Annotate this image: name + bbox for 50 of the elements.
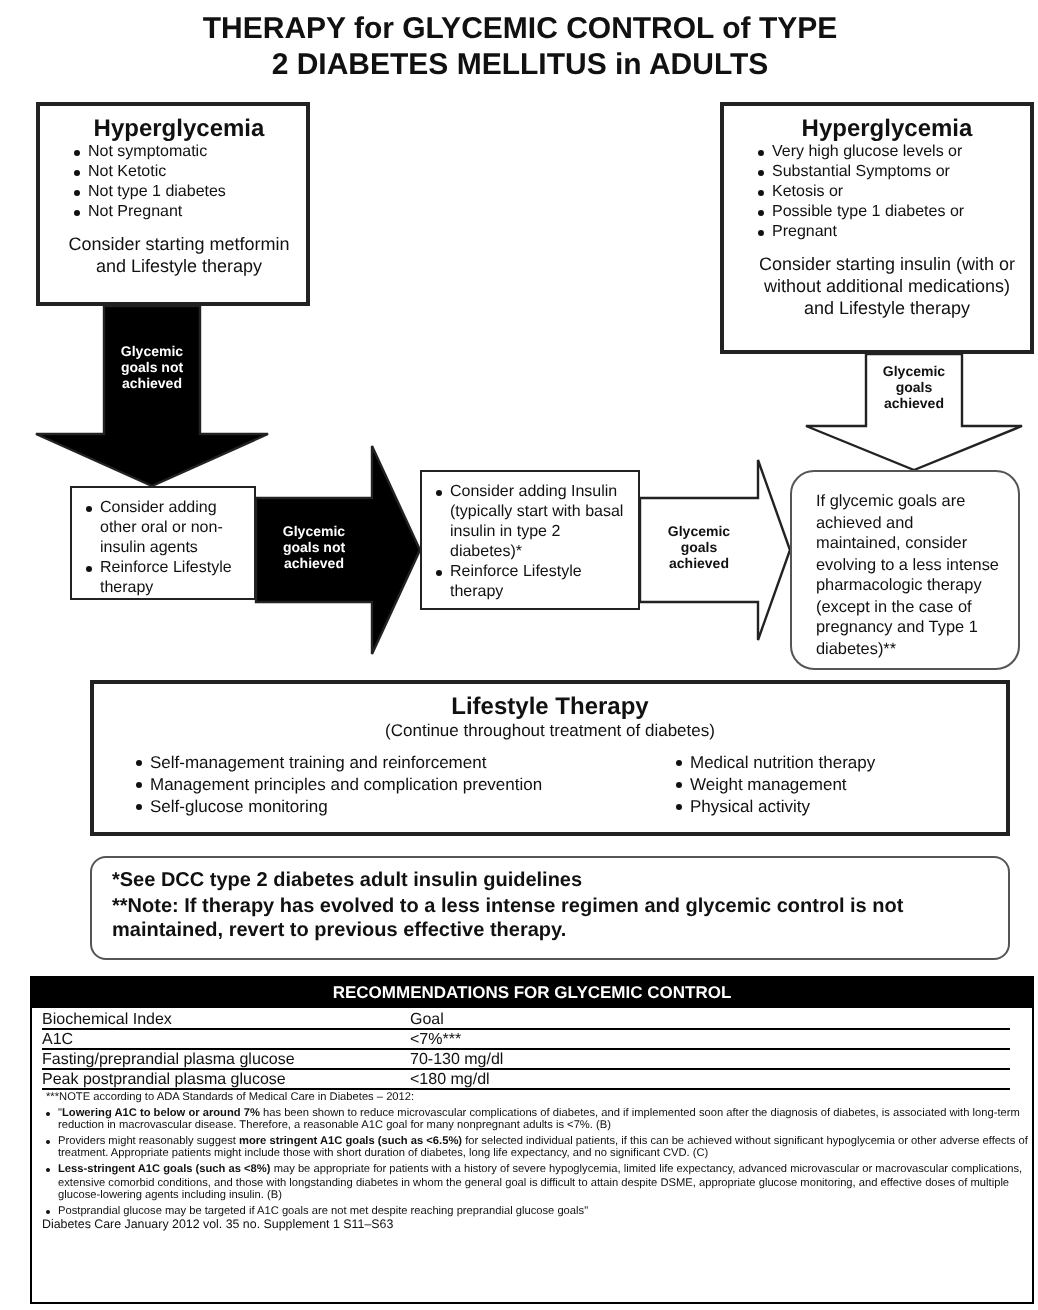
- bullet-item: Not Ketotic: [88, 162, 169, 182]
- table-cell: Fasting/preprandial plasma glucose: [42, 1050, 410, 1070]
- bullet-item: Ketosis or: [772, 182, 846, 202]
- block-arrow: [804, 352, 1024, 472]
- table-header: RECOMMENDATIONS FOR GLYCEMIC CONTROL: [32, 978, 1032, 1008]
- box-text: Consider starting metformin and Lifestyle therapy: [68, 234, 290, 278]
- box-text: If glycemic goals are achieved and maintained, consider evolving to a less intense pharmacologic therapy (except in the case of pregnancy and Type 1 diabetes)**: [816, 492, 1001, 660]
- bullet-item: Consider adding Insulin (typically start with basal insulin in type 2 diabetes)*: [450, 482, 626, 562]
- table-cell: Goal: [410, 1010, 1010, 1030]
- block-arrow: [254, 444, 422, 656]
- bullet-item: Not type 1 diabetes: [88, 182, 228, 202]
- table-cell: <180 mg/dl: [410, 1070, 1010, 1090]
- process-box: [70, 486, 256, 600]
- process-box: [90, 680, 1010, 836]
- block-arrow: [34, 304, 270, 488]
- footnote-text: **Note: If therapy has evolved to a less intense regimen and glycemic control is not maintained, revert to previous effective therapy.: [112, 895, 906, 945]
- table-panel: [30, 976, 1034, 1304]
- table-cell: <7%***: [410, 1030, 1010, 1050]
- bullet-item: Self-management training and reinforcement: [150, 752, 489, 774]
- bullet-item: Very high glucose levels or: [772, 142, 965, 162]
- bullet-item: Reinforce Lifestyle therapy: [450, 562, 584, 602]
- process-box: [420, 470, 640, 610]
- bullet-item: Not symptomatic: [88, 142, 210, 162]
- table-cell: Peak postprandial plasma glucose: [42, 1070, 410, 1090]
- table-cell: Biochemical Index: [42, 1010, 410, 1030]
- footnote-text: *See DCC type 2 diabetes adult insulin guidelines: [112, 870, 585, 895]
- bullet-item: Possible type 1 diabetes or: [772, 202, 967, 222]
- bullet-item: Pregnant: [772, 222, 839, 242]
- table-cell: A1C: [42, 1030, 410, 1050]
- bullet-item: Self-glucose monitoring: [150, 796, 330, 818]
- bullet-item: Physical activity: [690, 796, 812, 818]
- box-heading: Hyperglycemia: [91, 114, 267, 142]
- block-arrow: [638, 458, 792, 642]
- diagram-title: THERAPY for GLYCEMIC CONTROL of TYPE 2 DIABETES MELLITUS in ADULTS: [200, 12, 840, 84]
- rounded-box: [790, 470, 1020, 670]
- process-box: [36, 102, 310, 306]
- bullet-item: Weight management: [690, 774, 849, 796]
- process-box: [720, 102, 1034, 354]
- bullet-item: Not Pregnant: [88, 202, 185, 222]
- bullet-item: Substantial Symptoms or: [772, 162, 952, 182]
- bullet-item: Reinforce Lifestyle therapy: [100, 558, 234, 598]
- bullet-item: Medical nutrition therapy: [690, 752, 878, 774]
- table-cell: 70-130 mg/dl: [410, 1050, 1010, 1070]
- box-heading: Lifestyle Therapy: [449, 692, 651, 720]
- box-heading: Hyperglycemia: [799, 114, 975, 142]
- rounded-box: [90, 856, 1010, 960]
- subheading: (Continue throughout treatment of diabetes): [383, 720, 717, 742]
- box-text: Consider starting insulin (with or without additional medications) and Lifestyle therapy: [756, 254, 1018, 320]
- bullet-item: Management principles and complication prevention: [150, 774, 545, 796]
- bullet-item: Consider adding other oral or non-insulin agents: [100, 498, 225, 558]
